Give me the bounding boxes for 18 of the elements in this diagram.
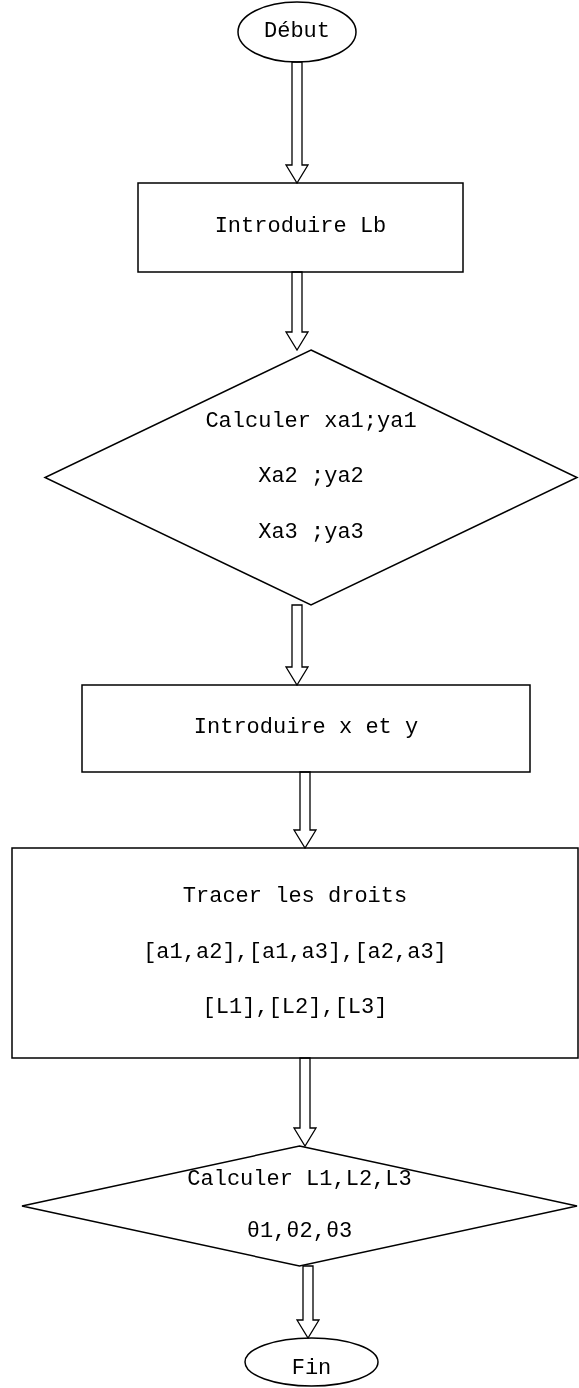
node-text: [a1,a2],[a1,a3],[a2,a3]: [143, 939, 447, 967]
hollow-arrow: [295, 1265, 321, 1340]
hollow-arrow: [284, 61, 310, 185]
node-text: Fin: [291, 1355, 332, 1383]
hollow-arrow: [292, 1057, 318, 1148]
hollow-arrow: [292, 771, 318, 850]
hollow-arrow: [284, 604, 310, 687]
hollow-arrow: [284, 271, 310, 352]
node-text: θ1,θ2,θ3: [246, 1219, 353, 1246]
node-text: [L1],[L2],[L3]: [202, 995, 388, 1022]
node-text: Tracer les droits: [182, 884, 408, 911]
node-text: Début: [264, 18, 330, 46]
node-text: Introduire x et y: [193, 715, 419, 742]
node-text: Xa2 ;ya2: [258, 464, 364, 491]
node-text: Calculer L1,L2,L3: [187, 1166, 412, 1193]
node-text: Introduire Lb: [214, 214, 387, 241]
node-text: Xa3 ;ya3: [258, 519, 364, 547]
node-text: Calculer xa1;ya1: [205, 408, 417, 436]
